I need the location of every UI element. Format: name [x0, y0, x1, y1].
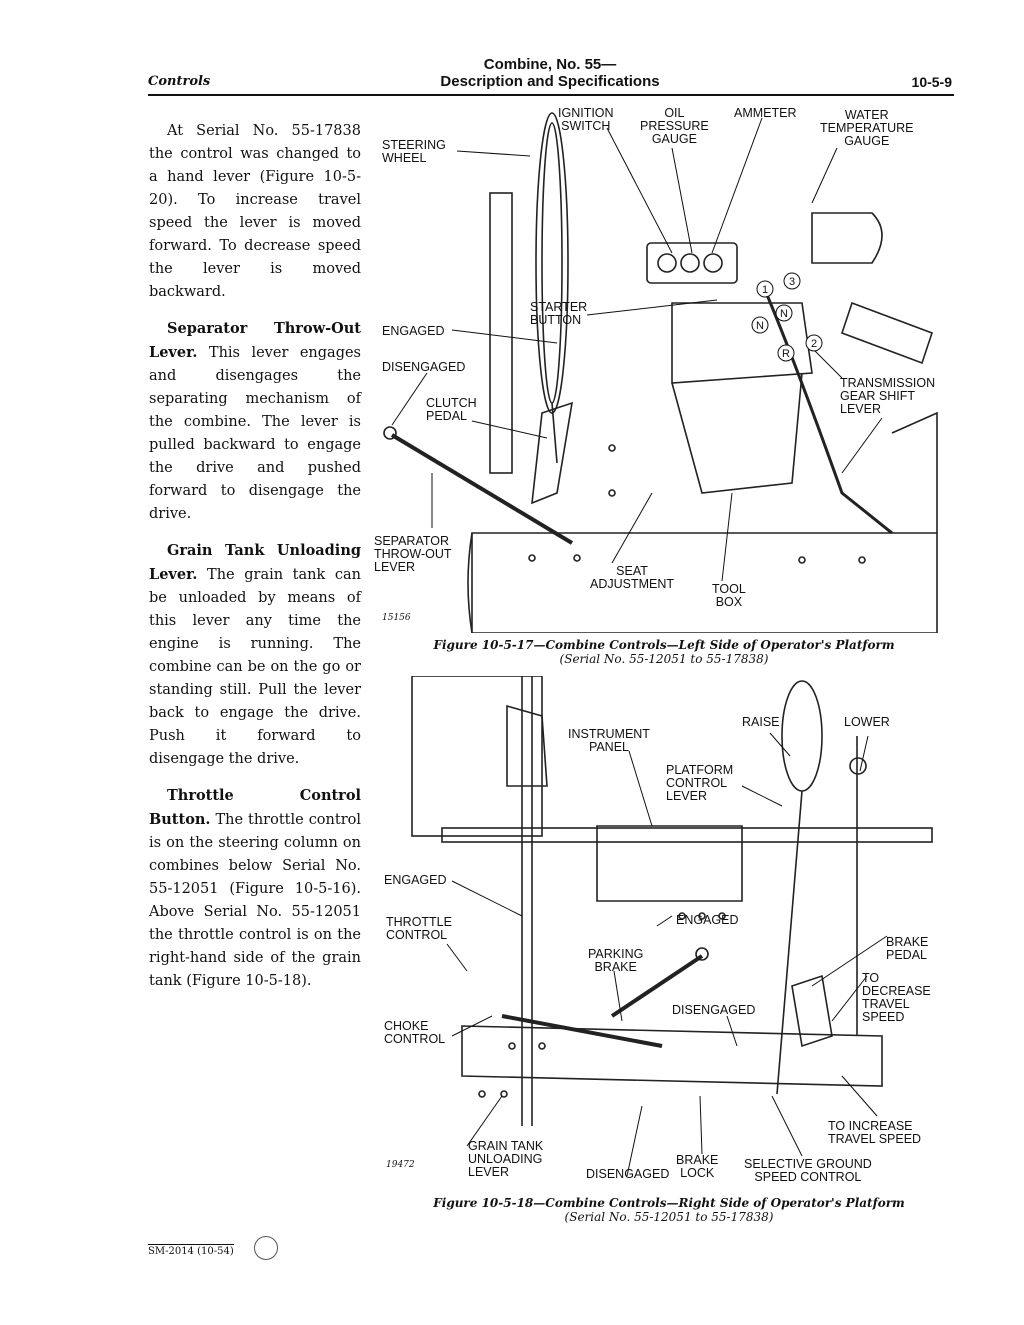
page-title-line1: Combine, No. 55—	[483, 56, 617, 73]
art-number-15156: 15156	[382, 613, 411, 623]
label-disengaged-bottom: DISENGAGED	[586, 1167, 670, 1181]
section-title: Controls	[148, 74, 211, 89]
throttle-text: The throttle control is on the steering …	[149, 812, 362, 989]
gear-label-1: 1	[762, 284, 768, 296]
footer-code: SM-2014 (10-54)	[148, 1244, 234, 1257]
figure-10-5-18-drawing	[411, 676, 933, 1177]
gear-label-3: 3	[789, 276, 795, 288]
label-engaged-mid: ENGAGED	[676, 913, 739, 927]
page-title: Combine, No. 55— Description and Specifi…	[400, 56, 700, 90]
label-raise: RAISE	[742, 715, 780, 729]
label-lower: LOWER	[844, 715, 890, 729]
gear-label-r: R	[782, 348, 790, 360]
figure-10-5-18-caption: Figure 10-5-18—Combine Controls—Right Si…	[382, 1196, 956, 1224]
gear-label-n2: N	[780, 308, 788, 320]
gear-label-2: 2	[811, 338, 817, 350]
figure-10-5-18-caption-line2: (Serial No. 55-12051 to 55-17838)	[564, 1210, 774, 1224]
figure-10-5-18-caption-line1: Figure 10-5-18—Combine Controls—Right Si…	[433, 1196, 905, 1210]
paragraph-grain-tank: Grain Tank Unloading Lever. The grain ta…	[149, 539, 361, 771]
art-number-19472: 19472	[386, 1160, 415, 1170]
paragraph-serial-change-text: At Serial No. 55-17838 the control was c…	[149, 123, 361, 300]
body-text-column: At Serial No. 55-17838 the control was c…	[149, 120, 361, 1006]
grain-tank-heading: Grain Tank Unloading Lever.	[149, 542, 361, 583]
label-ammeter: AMMETER	[734, 106, 797, 120]
paragraph-throttle: Throttle Control Button. The throttle co…	[149, 784, 361, 993]
page-number: 10-5-9	[911, 74, 952, 90]
page-title-line2: Description and Specifications	[440, 73, 660, 90]
figure-10-5-17-caption-line2: (Serial No. 55-12051 to 55-17838)	[559, 652, 769, 666]
paragraph-separator: Separator Throw-Out Lever. This lever en…	[149, 317, 361, 526]
grain-tank-text: The grain tank can be unloaded by means …	[149, 567, 361, 767]
paragraph-serial-change: At Serial No. 55-17838 the control was c…	[149, 120, 361, 304]
gear-label-n1: N	[756, 320, 764, 332]
label-engaged-left: ENGAGED	[384, 873, 447, 887]
label-disengaged: DISENGAGED	[672, 1003, 756, 1017]
throttle-heading: Throttle Control Button.	[149, 787, 361, 828]
union-seal-icon	[254, 1236, 278, 1260]
figure-10-5-17-drawing: 1 3 N N R 2	[383, 112, 938, 633]
separator-text: This lever engages and disengages the se…	[149, 345, 361, 522]
separator-heading: Separator Throw-Out Lever.	[149, 320, 361, 361]
header-rule	[148, 94, 954, 96]
figure-10-5-17-caption: Figure 10-5-17—Combine Controls—Left Sid…	[372, 638, 956, 666]
figure-10-5-17-caption-line1: Figure 10-5-17—Combine Controls—Left Sid…	[433, 638, 895, 652]
label-engaged: ENGAGED	[382, 324, 445, 338]
label-disengaged: DISENGAGED	[382, 360, 466, 374]
